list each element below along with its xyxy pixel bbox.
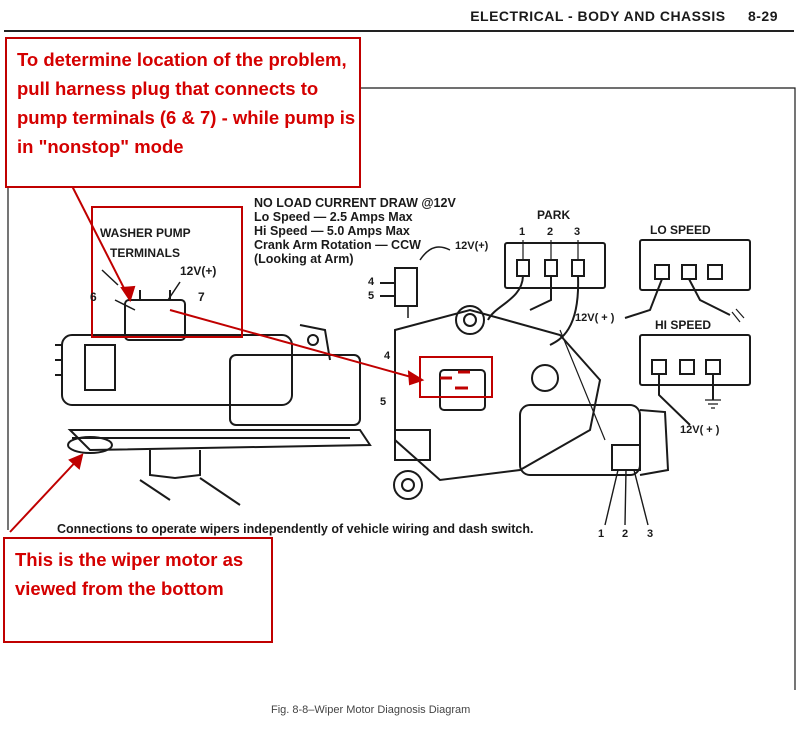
spec-line-3: Hi Speed — 5.0 Amps Max: [254, 224, 410, 238]
hi-speed-label: HI SPEED: [655, 318, 712, 332]
bottom-annotation-text: This is the wiper motor as viewed from t…: [15, 549, 244, 599]
lo-speed-label: LO SPEED: [650, 223, 711, 237]
bottom-term-2: 2: [622, 528, 629, 540]
park-term-1: 1: [519, 226, 526, 238]
connector-4-5: [394, 267, 418, 307]
park-term-2: 2: [547, 226, 554, 238]
arrow-to-connector: [169, 309, 423, 381]
spec-line-4: Crank Arm Rotation — CCW: [254, 238, 421, 252]
park-label: PARK: [537, 208, 571, 222]
connector-12v-label: 12V(+): [455, 240, 489, 252]
spec-line-5: (Looking at Arm): [254, 252, 354, 266]
park-connector: [504, 242, 606, 289]
lo-12v-label: 12V( + ): [575, 312, 615, 324]
top-annotation-text: To determine location of the problem, pu…: [17, 49, 356, 157]
hi-speed-connector: [639, 334, 751, 386]
pump-term-7: 7: [198, 290, 205, 304]
frame-line: [357, 87, 796, 690]
bottom-annotation-box: This is the wiper motor as viewed from t…: [3, 537, 273, 643]
conn-term-5: 5: [368, 290, 375, 302]
motor-term-4: 4: [384, 350, 391, 362]
pump-12v-label: 12V(+): [180, 264, 217, 278]
page-number: 8-29: [747, 8, 778, 24]
wiper-motor-body: [393, 305, 670, 500]
header-rule: [4, 30, 794, 32]
washer-pump-highlight-box: [91, 206, 243, 338]
bottom-term-1: 1: [598, 528, 605, 540]
hi-12v-label: 12V( + ): [680, 424, 720, 436]
washer-pump-label: WASHER PUMP: [100, 226, 191, 240]
bottom-term-3: 3: [647, 528, 654, 540]
pump-term-6: 6: [90, 290, 97, 304]
diagram-caption: Connections to operate wipers independen…: [57, 522, 534, 536]
conn-term-4: 4: [368, 276, 375, 288]
park-term-3: 3: [574, 226, 581, 238]
spec-line-1: NO LOAD CURRENT DRAW @12V: [254, 196, 456, 210]
washer-pump-assembly: [55, 290, 372, 506]
section-title: ELECTRICAL - BODY AND CHASSIS: [470, 8, 726, 24]
figure-caption: Fig. 8-8–Wiper Motor Diagnosis Diagram: [271, 704, 471, 716]
red-annotations: [9, 181, 493, 533]
top-annotation-box: To determine location of the problem, pu…: [5, 37, 361, 188]
arrow-to-motor-bottom: [9, 454, 83, 533]
spec-line-2: Lo Speed — 2.5 Amps Max: [254, 210, 413, 224]
motor-connector-highlight-box: [419, 356, 493, 398]
page-header: ELECTRICAL - BODY AND CHASSIS 8-29: [470, 8, 778, 24]
arrow-to-pump: [69, 181, 131, 301]
motor-term-5: 5: [380, 396, 387, 408]
terminals-label: TERMINALS: [110, 246, 180, 260]
